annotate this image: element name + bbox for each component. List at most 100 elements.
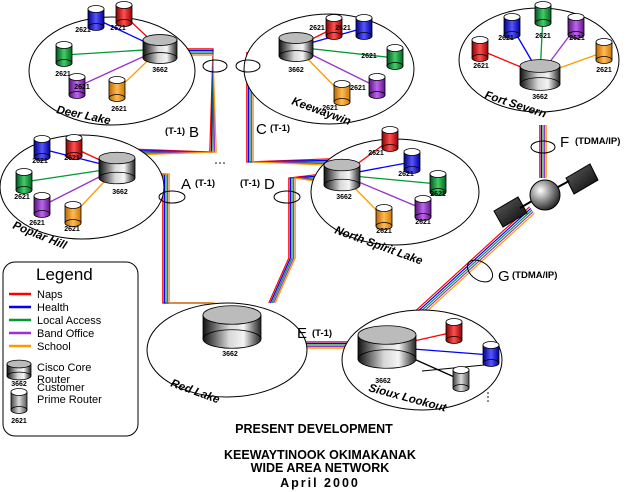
prime-router-label: 2621 (498, 35, 514, 42)
satellite-icon (493, 163, 599, 228)
core-router-label: 3662 (152, 67, 168, 74)
footer-date: April 2000 (280, 476, 360, 490)
legend-box (2, 261, 139, 437)
prime-router-label: 2621 (376, 228, 392, 235)
link-c-letter: C (256, 121, 267, 138)
customer-prime-router-icon (534, 1, 552, 27)
core-router-label: 3662 (112, 189, 128, 196)
customer-prime-router-icon (482, 341, 500, 367)
customer-prime-router-icon (368, 73, 386, 99)
legend-item: Health (9, 302, 69, 314)
footer-present-development: PRESENT DEVELOPMENT (235, 422, 393, 436)
link-label-c: C (T-1) (256, 121, 290, 138)
prime-router-label: 2621 (14, 194, 30, 201)
prime-router-label: 2621 (473, 63, 489, 70)
customer-prime-router-icon (15, 168, 33, 194)
link-f-letter: F (560, 134, 569, 151)
customer-prime-router-icon (68, 73, 86, 99)
core-router-label: 3662 (532, 94, 548, 101)
link-label-f: F (TDMA/IP) (560, 134, 620, 151)
core-router-icon (202, 305, 262, 349)
link-marker-b (202, 59, 228, 73)
legend-core-router-label: 3662 (11, 381, 27, 388)
prime-router-label: 2621 (415, 219, 431, 226)
legend-core-router-cylinder (6, 359, 32, 381)
prime-router-label: 2621 (111, 106, 127, 113)
customer-prime-router-icon (355, 14, 373, 40)
link-d-type: (T-1) (240, 178, 260, 189)
customer-prime-router-icon (567, 13, 585, 39)
core-router-label: 3662 (375, 378, 391, 385)
prime-router-label: 2621 (398, 171, 414, 178)
prime-router-label: 2621 (75, 27, 91, 34)
prime-router-label: 2621 (64, 155, 80, 162)
legend-prime-router-line1: Customer (37, 382, 85, 394)
customer-prime-router-icon (429, 170, 447, 196)
link-e-letter: E (297, 325, 307, 342)
core-router-icon (142, 34, 178, 64)
prime-router-label: 2621 (368, 150, 384, 157)
customer-prime-router-icon (381, 126, 399, 152)
link-marker-g (466, 259, 494, 283)
customer-prime-router-icon (64, 201, 82, 227)
core-router-label: 3662 (222, 351, 238, 358)
legend-item: Local Access (9, 315, 102, 327)
core-router-label: 3662 (288, 67, 304, 74)
core-router-icon (357, 325, 417, 369)
customer-prime-router-icon (325, 14, 343, 40)
prime-router-label: 2621 (309, 25, 325, 32)
legend-label: Local Access (37, 315, 102, 327)
link-marker-c (235, 59, 261, 73)
customer-prime-router-icon (445, 318, 463, 344)
trunk-north-spirit-red-lake (268, 174, 316, 304)
prime-router-label: 2621 (430, 191, 446, 198)
routers: 2621 2621 2621 2621 2621 3662 2621 2621 2621 2621… (14, 1, 613, 402)
link-a-type: (T-1) (195, 178, 215, 189)
link-c-type: (T-1) (270, 123, 290, 134)
customer-prime-router-icon (403, 148, 421, 174)
link-b-letter: B (189, 124, 199, 141)
customer-prime-router-icon (503, 13, 521, 39)
customer-prime-router-icon (65, 134, 83, 160)
customer-prime-router-icon (55, 41, 73, 67)
legend-item: School (9, 341, 71, 353)
link-g-letter: G (498, 268, 510, 285)
link-label-b: (T-1) B (165, 124, 199, 141)
customer-prime-router-icon (452, 366, 470, 392)
link-b-type: (T-1) (165, 126, 185, 137)
customer-prime-router-icon (33, 135, 51, 161)
link-marker-d (273, 190, 301, 204)
legend-prime-router-label: 2621 (11, 418, 27, 425)
legend-prime-router-icon: 2621 (10, 388, 28, 425)
site-boundary-red-lake (146, 302, 308, 398)
customer-prime-router-icon (414, 195, 432, 221)
customer-prime-router-icon (115, 1, 133, 27)
prime-router-label: 2621 (350, 85, 366, 92)
prime-router-label: 2621 (335, 25, 351, 32)
link-label-g: G (TDMA/IP) (498, 268, 557, 285)
customer-prime-router-icon (375, 204, 393, 230)
prime-router-label: 2621 (535, 33, 551, 40)
legend-item: Band Office (9, 328, 94, 340)
link-e-type: (T-1) (312, 328, 332, 339)
customer-prime-router-icon (333, 80, 351, 106)
link-marker-a (158, 190, 186, 204)
legend-label: School (37, 341, 71, 353)
core-router-icon (323, 158, 361, 192)
customer-prime-router-icon (87, 5, 105, 31)
core-router-icon (278, 32, 314, 62)
core-router-icon (519, 59, 561, 91)
link-g-type: (TDMA/IP) (512, 270, 557, 281)
legend-core-router-icon: 3662 (6, 359, 32, 388)
legend-item: Naps (9, 289, 63, 301)
trunk-fort-severn-satellite (539, 125, 547, 178)
prime-router-label: 2621 (55, 71, 71, 78)
prime-router-label: 2621 (64, 226, 80, 233)
legend-prime-router-cylinder (10, 388, 28, 414)
legend-label: Health (37, 302, 69, 314)
prime-router-label: 2621 (32, 158, 48, 165)
customer-prime-router-icon (595, 38, 613, 64)
prime-router-label: 2621 (361, 53, 377, 60)
